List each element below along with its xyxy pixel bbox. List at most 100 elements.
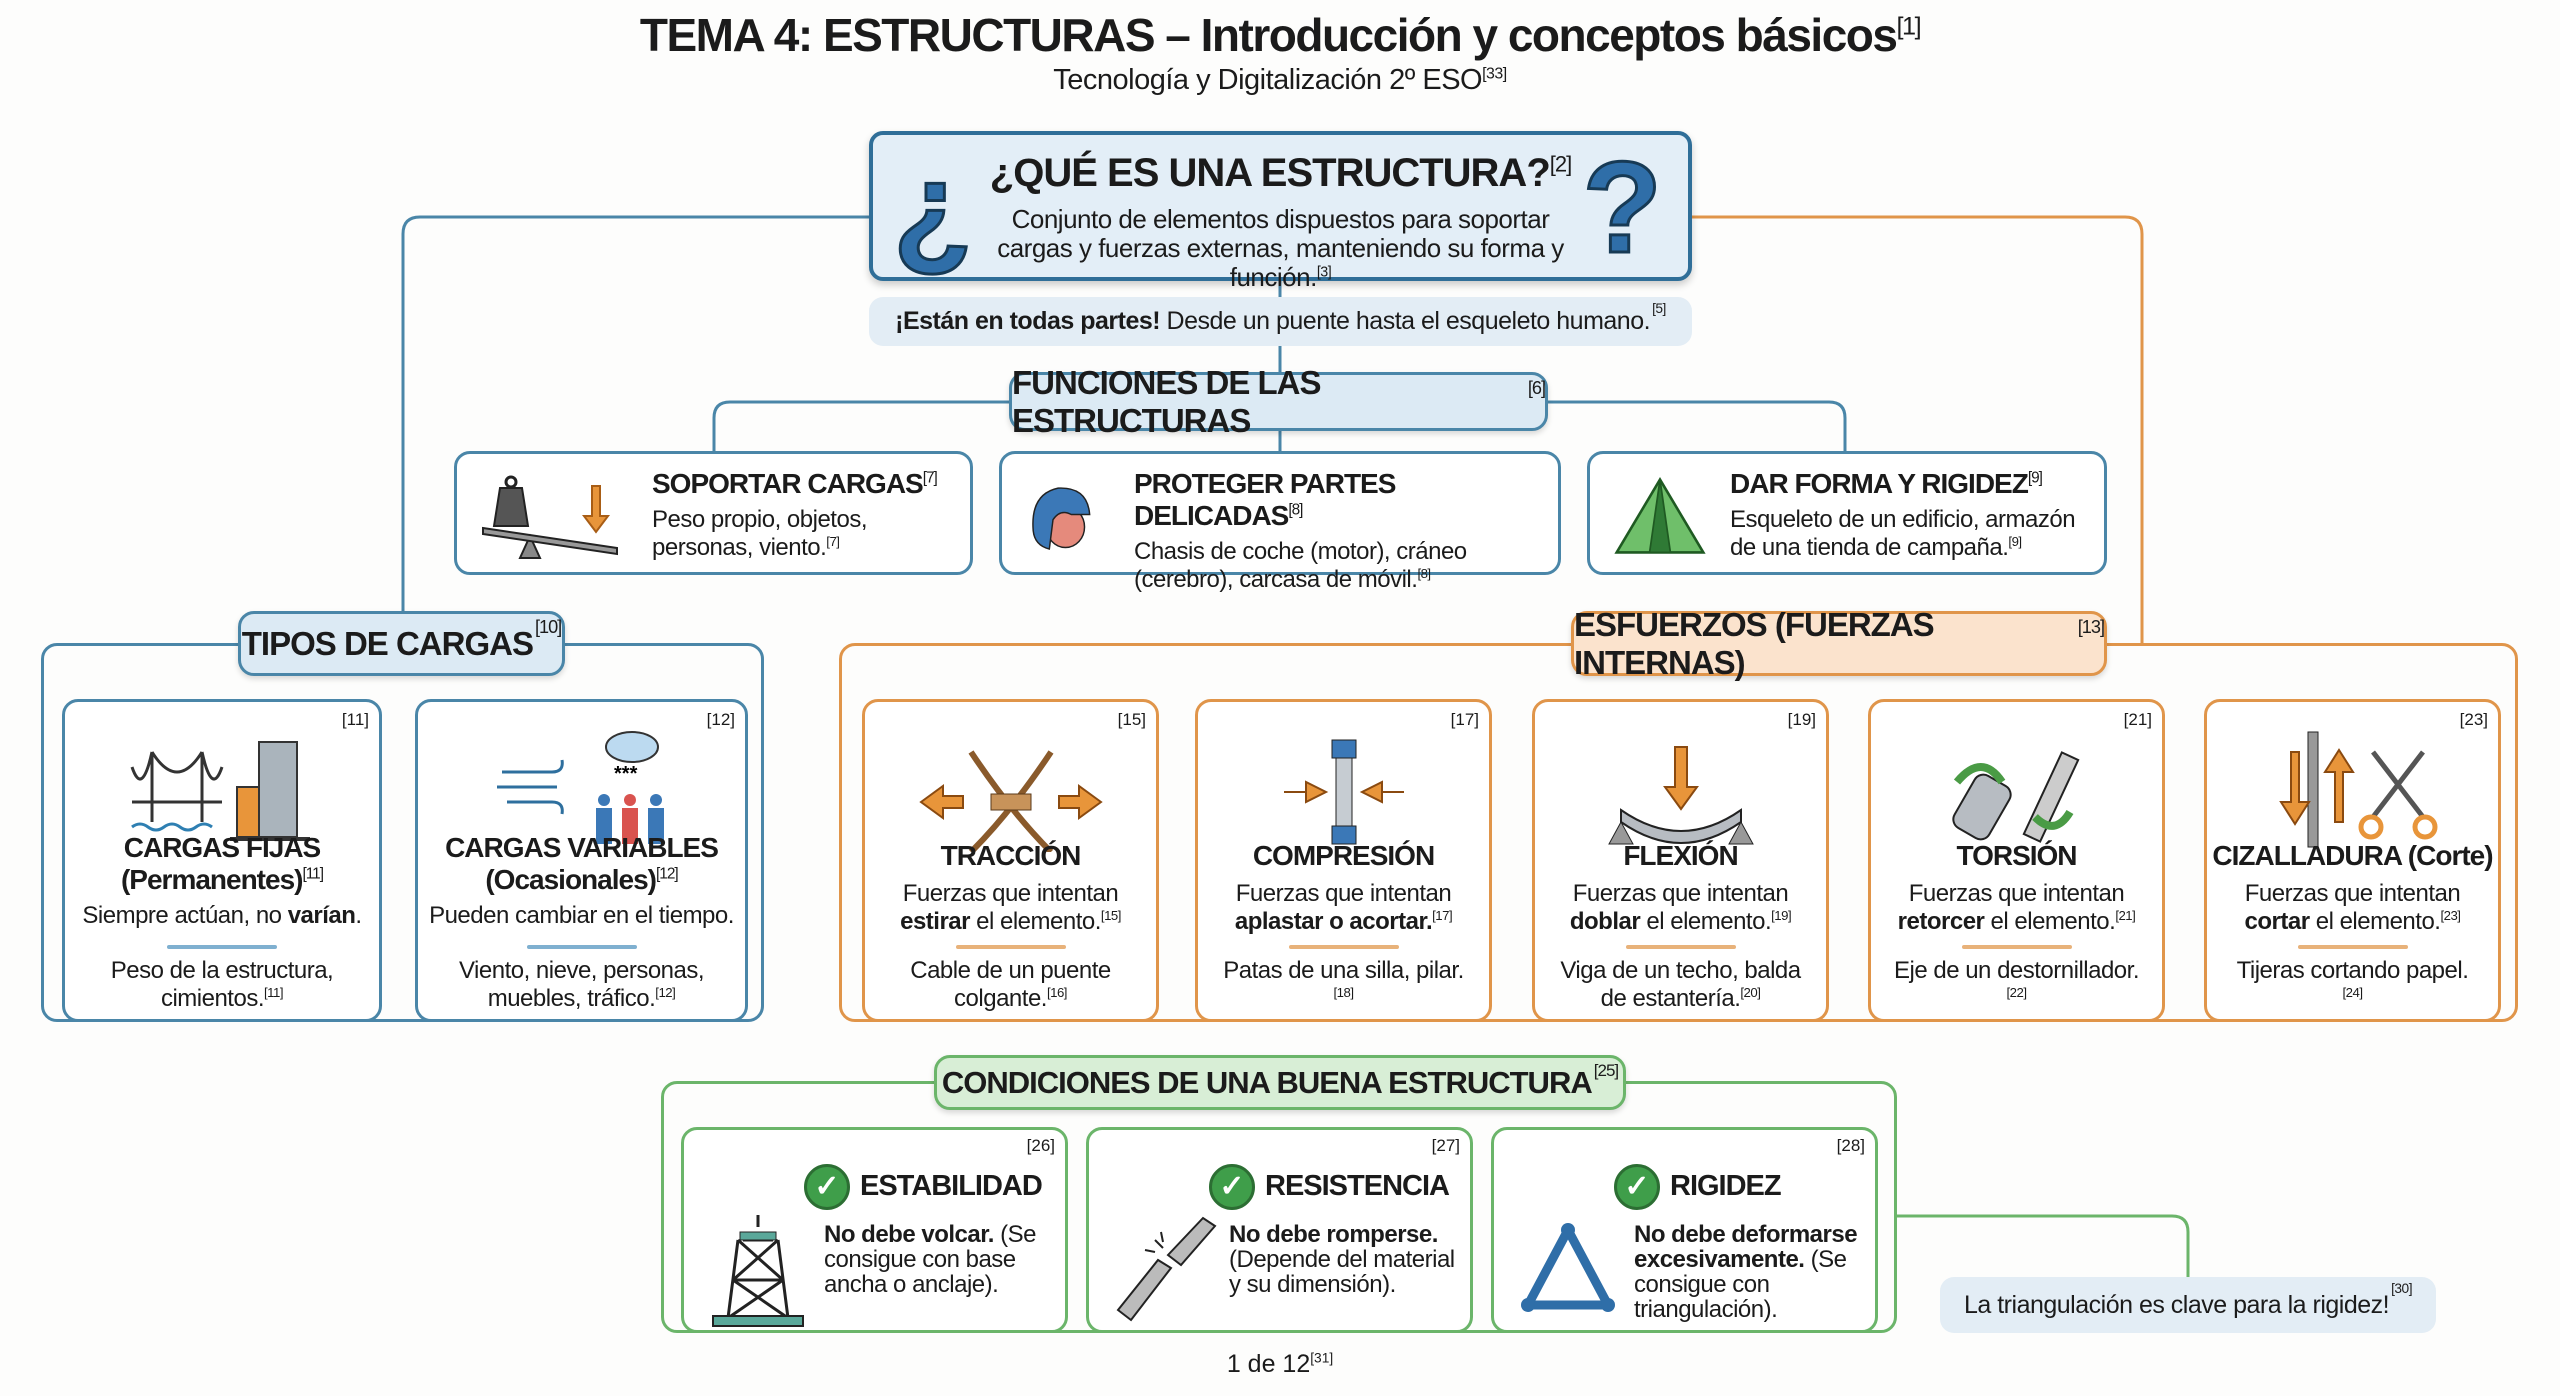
divider bbox=[2297, 945, 2408, 949]
stress-title: TORSIÓN bbox=[1956, 840, 2077, 871]
bending-beam-icon bbox=[1607, 746, 1754, 845]
ref: [5] bbox=[1652, 301, 1666, 316]
bold-text: No debe romperse. bbox=[1229, 1221, 1438, 1248]
ref: [25] bbox=[1593, 1061, 1619, 1080]
ref: [16] bbox=[1046, 985, 1068, 1000]
ref: [11] bbox=[264, 985, 284, 1000]
stress-title: CIZALLADURA (Corte) bbox=[2212, 840, 2493, 871]
ref: [12] bbox=[655, 865, 679, 883]
page-subtitle: Tecnología y Digitalización 2º ESO[33] bbox=[0, 64, 2560, 97]
ref: [3] bbox=[1316, 264, 1332, 281]
text: Patas de una silla, pilar. bbox=[1223, 957, 1464, 984]
bold-text: aplastar o acortar. bbox=[1234, 908, 1433, 935]
load-card-variable: [12] *** CARGAS VARIABLES (Ocasionales)[… bbox=[415, 699, 748, 1022]
text: La triangulación es clave para la rigide… bbox=[1963, 1290, 2390, 1319]
ref: [24] bbox=[2342, 985, 2364, 1000]
ref: [12] bbox=[706, 710, 735, 729]
function-title: DAR FORMA Y RIGIDEZ[9] bbox=[1730, 468, 2092, 500]
ref: [7] bbox=[826, 534, 840, 549]
ref: [11] bbox=[302, 865, 324, 883]
title-text: PROTEGER PARTES DELICADAS bbox=[1134, 468, 1396, 531]
seesaw-weight-icon bbox=[482, 475, 618, 559]
text: Fuerzas que intentan bbox=[1235, 880, 1452, 907]
bold-text: No debe deformarse excesivamente. bbox=[1634, 1221, 1858, 1273]
title-text: SOPORTAR CARGAS bbox=[652, 468, 924, 499]
title-text: FUNCIONES DE LAS ESTRUCTURAS bbox=[1012, 363, 1322, 439]
functions-header: FUNCIONES DE LAS ESTRUCTURAS [6] bbox=[1009, 364, 1548, 439]
wind-snow-people-icon: *** bbox=[496, 731, 664, 844]
twist-screw-icon bbox=[1951, 751, 2080, 843]
ref: [17] bbox=[1432, 908, 1453, 923]
tower-icon bbox=[712, 1215, 804, 1327]
title-text: DAR FORMA Y RIGIDEZ bbox=[1730, 468, 2029, 499]
text: el elemento. bbox=[969, 908, 1101, 935]
title-text: ESFUERZOS (FUERZAS INTERNAS) bbox=[1574, 605, 1935, 681]
ref: [28] bbox=[1836, 1136, 1865, 1155]
stress-example: Patas de una silla, pilar.[18] bbox=[1218, 957, 1469, 1013]
divider bbox=[167, 945, 277, 949]
title-text: CARGAS FIJAS (Permanentes) bbox=[120, 832, 321, 895]
tent-icon bbox=[1614, 477, 1706, 554]
text: (Depende del material y su dimensión). bbox=[1229, 1246, 1455, 1298]
ref: [31] bbox=[1310, 1350, 1334, 1366]
function-card-protect: PROTEGER PARTES DELICADAS[8]Chasis de co… bbox=[999, 451, 1561, 593]
text: Pueden cambiar en el tiempo. bbox=[429, 902, 734, 929]
condition-title: RESISTENCIA bbox=[1265, 1170, 1450, 1202]
broken-beam-icon bbox=[1116, 1216, 1217, 1322]
stresses-header: ESFUERZOS (FUERZAS INTERNAS)[13] bbox=[1571, 606, 2107, 681]
condition-text: No debe deformarse excesivamente. (Se co… bbox=[1634, 1222, 1865, 1322]
text: Peso propio, objetos, personas, viento. bbox=[652, 506, 867, 561]
load-card-fixed: [11] CARGAS FIJAS (Permanentes)[11] Siem… bbox=[62, 699, 382, 1022]
text: Chasis de coche (motor), cráneo (cerebro… bbox=[1134, 538, 1467, 593]
ref: [18] bbox=[1333, 985, 1355, 1000]
ref: [8] bbox=[1417, 566, 1431, 581]
ref: [19] bbox=[1771, 908, 1792, 923]
question-icon: ? bbox=[1581, 134, 1663, 280]
condition-card-resistance: [27] ✓ RESISTENCIA No debe romperse. (De… bbox=[1086, 1127, 1473, 1333]
stress-card-shear: [23] CIZALLADURA (Corte) Fuerzas que inten… bbox=[2204, 699, 2501, 1022]
bridge-building-icon bbox=[130, 741, 310, 841]
ref: [9] bbox=[2008, 534, 2022, 549]
title-text: CONDICIONES DE UNA BUENA ESTRUCTURA bbox=[941, 1064, 1593, 1100]
text: Conjunto de elementos dispuestos para so… bbox=[997, 204, 1564, 292]
text: Eje de un destornillador. bbox=[1893, 957, 2140, 984]
condition-card-stability: [26] ✓ ESTABILIDAD No debe volcar. (Se c… bbox=[681, 1127, 1068, 1333]
ref: [15] bbox=[1117, 710, 1146, 729]
text: Viga de un techo, balda de estantería. bbox=[1560, 957, 1801, 1012]
stress-desc: Fuerzas que intentan doblar el elemento.… bbox=[1539, 880, 1822, 936]
check-icon: ✓ bbox=[1209, 1164, 1255, 1210]
load-desc: Siempre actúan, no varían. bbox=[69, 902, 375, 930]
ref: [10] bbox=[534, 617, 562, 637]
stress-desc: Fuerzas que intentan cortar el elemento.… bbox=[2211, 880, 2494, 936]
loads-header: TIPOS DE CARGAS[10] bbox=[238, 611, 565, 676]
bold-text: retorcer bbox=[1897, 908, 1985, 935]
bold-text: estirar bbox=[900, 908, 970, 935]
ref: [17] bbox=[1450, 710, 1479, 729]
stress-card-torsion: [21] TORSIÓN Fuerzas que intentan retorcer… bbox=[1868, 699, 2165, 1022]
text: Viento, nieve, personas, muebles, tráfic… bbox=[458, 957, 705, 1012]
text: Tijeras cortando papel. bbox=[2236, 957, 2469, 984]
title-text: ¿QUÉ ES UNA ESTRUCTURA? bbox=[989, 151, 1551, 195]
subtitle-text: Tecnología y Digitalización 2º ESO bbox=[1053, 64, 1483, 96]
function-title: SOPORTAR CARGAS[7] bbox=[652, 468, 958, 500]
ref: [6] bbox=[1527, 378, 1546, 398]
stress-example: Cable de un puente colgante.[16] bbox=[885, 957, 1136, 1013]
function-text: Esqueleto de un edificio, armazón de una… bbox=[1730, 506, 2092, 562]
rope-tension-icon bbox=[918, 750, 1103, 852]
stress-desc: Fuerzas que intentan retorcer el element… bbox=[1875, 880, 2158, 936]
text: (Se consigue con base ancha o anclaje). bbox=[824, 1221, 1036, 1298]
ref: [21] bbox=[2123, 710, 2152, 729]
definition-box: ¿ ? ¿QUÉ ES UNA ESTRUCTURA?[2] Conjunto … bbox=[869, 131, 1692, 292]
condition-title: RIGIDEZ bbox=[1670, 1170, 1782, 1202]
text: Desde un puente hasta el esqueleto human… bbox=[1160, 307, 1651, 335]
ref: [19] bbox=[1787, 710, 1816, 729]
ref: [22] bbox=[2006, 985, 2028, 1000]
function-title: PROTEGER PARTES DELICADAS[8] bbox=[1134, 468, 1546, 532]
stress-desc: Fuerzas que intentan aplastar o acortar.… bbox=[1202, 880, 1485, 936]
ref: [23] bbox=[2459, 710, 2488, 729]
ref: [23] bbox=[2440, 908, 2461, 923]
bold-text: doblar bbox=[1569, 908, 1641, 935]
condition-title: ESTABILIDAD bbox=[860, 1170, 1043, 1202]
text: Fuerzas que intentan bbox=[2244, 880, 2461, 907]
